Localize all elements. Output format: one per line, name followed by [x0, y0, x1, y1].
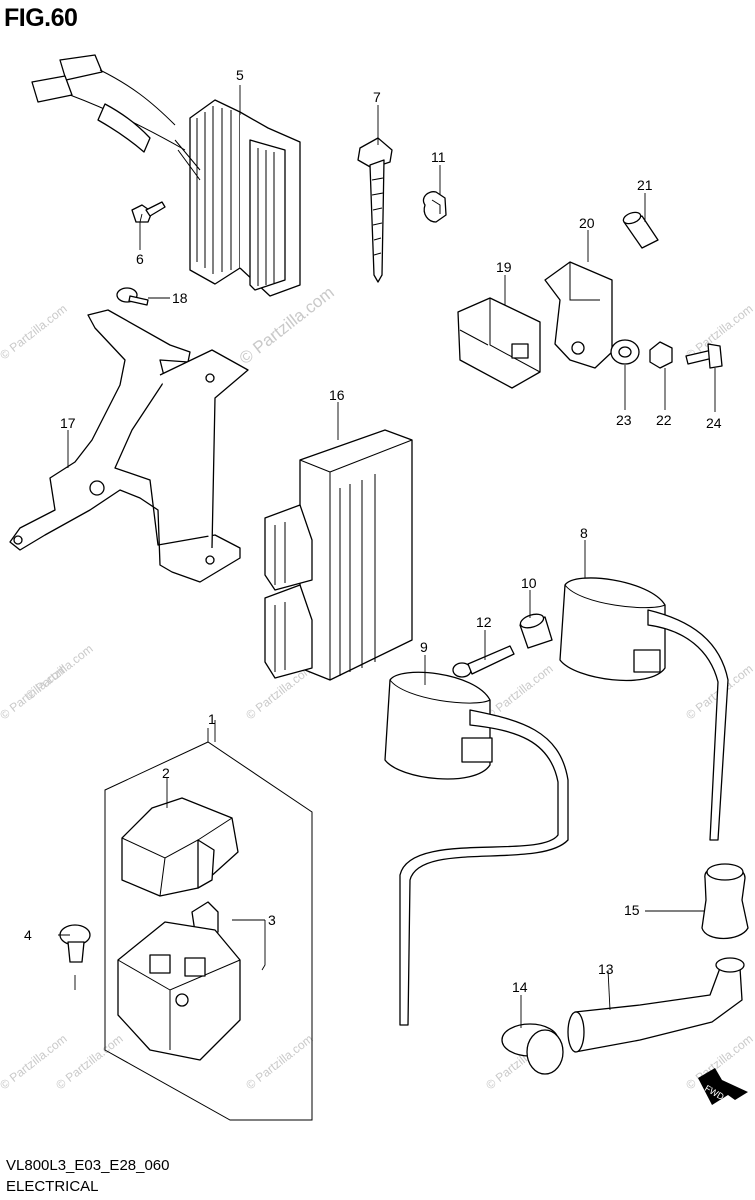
fwd-arrow-icon: FWD	[698, 1068, 748, 1105]
part-15-grommet	[701, 863, 749, 940]
callout-10: 10	[521, 575, 537, 591]
callout-3: 3	[268, 912, 276, 928]
callout-5: 5	[236, 67, 244, 83]
watermark: © Partzilla.com	[243, 1032, 315, 1093]
part-7-cable-tie	[357, 137, 393, 283]
part-20-bracket	[544, 261, 613, 369]
part-13-plug-cap	[567, 957, 745, 1053]
callout-23: 23	[616, 412, 632, 428]
callout-15: 15	[624, 902, 640, 918]
callout-20: 20	[579, 215, 595, 231]
diagram-code: VL800L3_E03_E28_060	[6, 1157, 170, 1174]
part-17-bracket	[9, 309, 249, 583]
section-title: ELECTRICAL	[6, 1178, 99, 1195]
callout-16: 16	[329, 387, 345, 403]
callout-22: 22	[656, 412, 672, 428]
callout-18: 18	[172, 290, 188, 306]
callout-labels: 1 2 3 4 5 6 7 8 9 10 11 12 13 14 15 16 1…	[24, 67, 722, 995]
callout-14: 14	[512, 979, 528, 995]
part-12-bolt	[452, 645, 515, 678]
part-4-bolt	[59, 924, 91, 963]
part-23-washer	[610, 339, 640, 365]
callout-8: 8	[580, 525, 588, 541]
part-2-cover	[121, 797, 239, 897]
callout-9: 9	[420, 639, 428, 655]
callout-1: 1	[208, 711, 216, 727]
part-5-regulator	[31, 54, 301, 297]
callout-6: 6	[136, 251, 144, 267]
callout-7: 7	[373, 89, 381, 105]
callout-21: 21	[637, 177, 653, 193]
watermark: © Partzilla.com	[483, 662, 555, 723]
part-24-bolt	[685, 343, 723, 369]
callout-19: 19	[496, 259, 512, 275]
callout-11: 11	[431, 149, 446, 165]
relay-base	[117, 921, 241, 1061]
part-19-relay	[457, 297, 541, 389]
part-16-ecm	[264, 429, 413, 681]
part-9-ignition-coil	[384, 671, 569, 1026]
part-14-ring	[501, 1023, 564, 1075]
part-18-screw	[116, 287, 149, 306]
part-22-nut	[649, 341, 673, 369]
leader-lines	[58, 85, 716, 1028]
callout-2: 2	[162, 765, 170, 781]
watermark: © Partzilla.com	[0, 302, 70, 363]
callout-4: 4	[24, 927, 32, 943]
part-10-spacer	[519, 613, 553, 649]
callout-17: 17	[60, 415, 76, 431]
part-21-collar	[622, 211, 659, 249]
watermark: © Partzilla.com	[23, 642, 95, 703]
part-1-group	[104, 728, 313, 1121]
part-6-bolt	[131, 201, 166, 223]
watermark-large: © Partzilla.com	[236, 283, 338, 369]
part-8-ignition-coil	[559, 577, 729, 841]
part-11-clamp	[422, 191, 447, 223]
callout-13: 13	[598, 961, 614, 977]
callout-12: 12	[476, 614, 492, 630]
figure-title: FIG.60	[4, 4, 78, 32]
callout-24: 24	[706, 415, 722, 431]
